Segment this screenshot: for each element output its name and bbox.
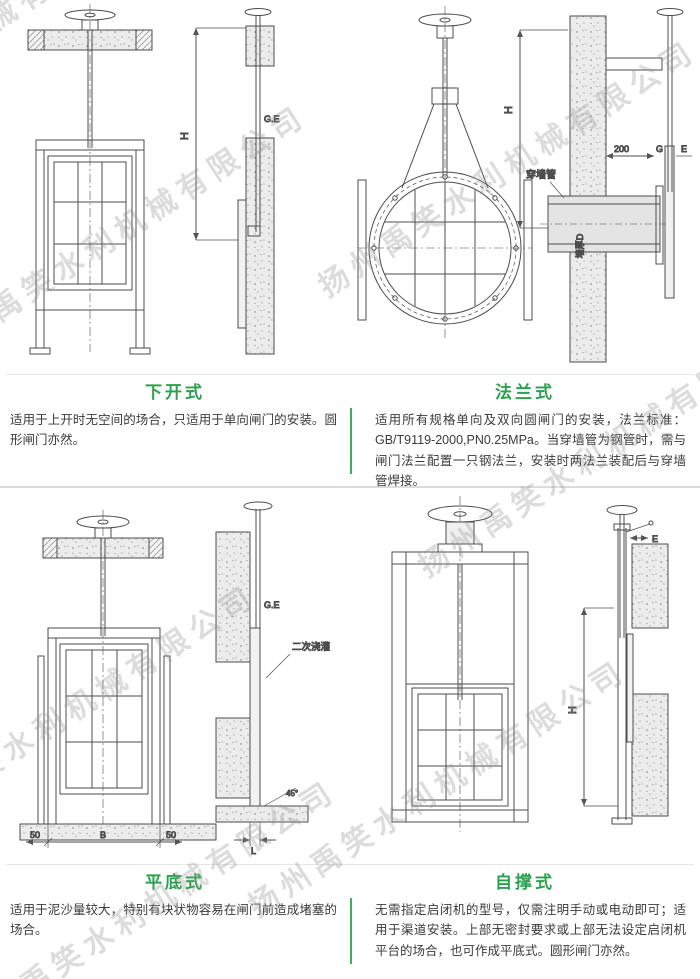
drawings-row-top: H G.E <box>0 0 700 374</box>
titles-row-top: 下开式 法兰式 <box>0 375 700 405</box>
handwheel-icon <box>244 8 272 16</box>
zichengshi-side-view: H <box>567 505 669 825</box>
section-divider <box>6 864 694 865</box>
dim-label-h: H <box>179 132 191 140</box>
dim-label-e: E <box>681 144 687 154</box>
lift-bracket <box>431 87 459 105</box>
desc-row-top: 适用于上开时无空间的场合，只适用于单向闸门的安装。圆形闸门亦然。 适用所有规格单… <box>0 405 700 488</box>
section-top: H G.E <box>0 0 700 488</box>
concrete-wall-lower <box>215 717 251 799</box>
guide-rail <box>135 149 145 349</box>
description-zichengshi: 无需指定启闭机的型号，仅需注明手动或电动即可；适用于渠道安装。上部无密封要求或上… <box>375 903 686 958</box>
xiakaishi-front-view <box>27 4 153 355</box>
type-title-xiakaishi: 下开式 <box>145 382 205 402</box>
half-divider <box>0 486 700 488</box>
dim-label-ge: G.E <box>264 600 280 610</box>
gate-panel <box>411 687 509 807</box>
dim-label-g: G <box>656 144 663 154</box>
description-falanshi: 适用所有规格单向及双向圆闸门的安装，法兰标准：GB/T9119-2000,PN0… <box>375 413 686 488</box>
falanshi-side-view: H 穿墙管 墙厚D <box>503 8 692 363</box>
dim-label-ge: G.E <box>264 114 280 124</box>
concrete-wall-upper <box>631 543 669 629</box>
desc-row-bottom: 适用于泥沙量较大，特别有块状物容易在闸门前造成堵塞的场合。 无需指定启闭机的型号… <box>0 895 700 979</box>
guide-rail <box>357 179 367 321</box>
section-divider <box>6 374 694 375</box>
concrete-wall-upper <box>215 531 251 663</box>
dim-label-b: B <box>100 830 106 840</box>
pingdishi-side-view: G.E 二次浇灌 45° L <box>215 501 331 857</box>
green-divider <box>350 898 352 964</box>
type-title-zichengshi: 自撑式 <box>495 872 555 892</box>
headstock <box>445 521 475 545</box>
titles-row-bottom: 平底式 自撑式 <box>0 865 700 895</box>
drawing-pingdishi: 50 B 50 G.E 二次浇灌 <box>0 488 350 864</box>
handwheel-icon <box>243 501 273 511</box>
gate-plate <box>626 633 634 743</box>
guide-rail <box>35 149 45 349</box>
dim-label-50-right: 50 <box>166 830 176 840</box>
gate-plate <box>249 627 261 809</box>
guide-rail <box>151 637 161 825</box>
gate-panel <box>47 155 133 291</box>
guide-rail <box>523 179 533 321</box>
label-wall-thickness: 墙厚D <box>574 233 585 258</box>
description-pingdishi: 适用于泥沙量较大，特别有块状物容易在闸门前造成堵塞的场合。 <box>10 903 337 938</box>
gate-plate <box>237 199 247 329</box>
section-bottom: 50 B 50 G.E 二次浇灌 <box>0 488 700 979</box>
xiakaishi-side-view: H G.E <box>179 8 280 355</box>
dim-label-45deg: 45° <box>286 789 298 798</box>
drawing-falanshi: H 穿墙管 墙厚D <box>350 0 700 374</box>
type-title-falanshi: 法兰式 <box>495 382 555 402</box>
handwheel-icon <box>656 8 684 16</box>
concrete-slab <box>42 537 164 559</box>
pingdishi-front-view: 50 B 50 <box>19 510 217 848</box>
flange-ring <box>368 171 522 325</box>
gate-plate <box>664 145 675 299</box>
dim-label-e: E <box>652 534 658 544</box>
concrete-wall <box>569 15 607 363</box>
dim-label-h: H <box>503 106 515 114</box>
label-wall-pipe: 穿墙管 <box>526 168 556 181</box>
handwheel-icon <box>606 505 638 515</box>
falanshi-front-view <box>357 6 533 340</box>
concrete-wall-lower <box>631 693 669 817</box>
concrete-slab <box>27 29 153 51</box>
dim-label-h: H <box>567 706 579 714</box>
zichengshi-front-view <box>391 496 529 832</box>
ground <box>19 823 217 841</box>
green-divider <box>350 408 352 474</box>
drawing-xiakaishi: H G.E <box>0 0 350 374</box>
base <box>215 805 309 823</box>
description-xiakaishi: 适用于上开时无空间的场合，只适用于单向闸门的安装。圆形闸门亦然。 <box>10 413 337 448</box>
gate-panel <box>59 643 149 795</box>
guide-rail <box>47 637 57 825</box>
wall-bracket <box>605 57 663 71</box>
dim-label-200: 200 <box>614 144 629 154</box>
label-secondary-grouting: 二次浇灌 <box>292 641 331 653</box>
drawing-zichengshi: H <box>350 488 700 864</box>
dim-label-50-left: 50 <box>30 830 40 840</box>
flange-plate <box>655 185 664 265</box>
type-title-pingdishi: 平底式 <box>145 872 205 892</box>
drawings-row-bottom: 50 B 50 G.E 二次浇灌 <box>0 488 700 864</box>
dim-label-l: L <box>251 846 256 856</box>
